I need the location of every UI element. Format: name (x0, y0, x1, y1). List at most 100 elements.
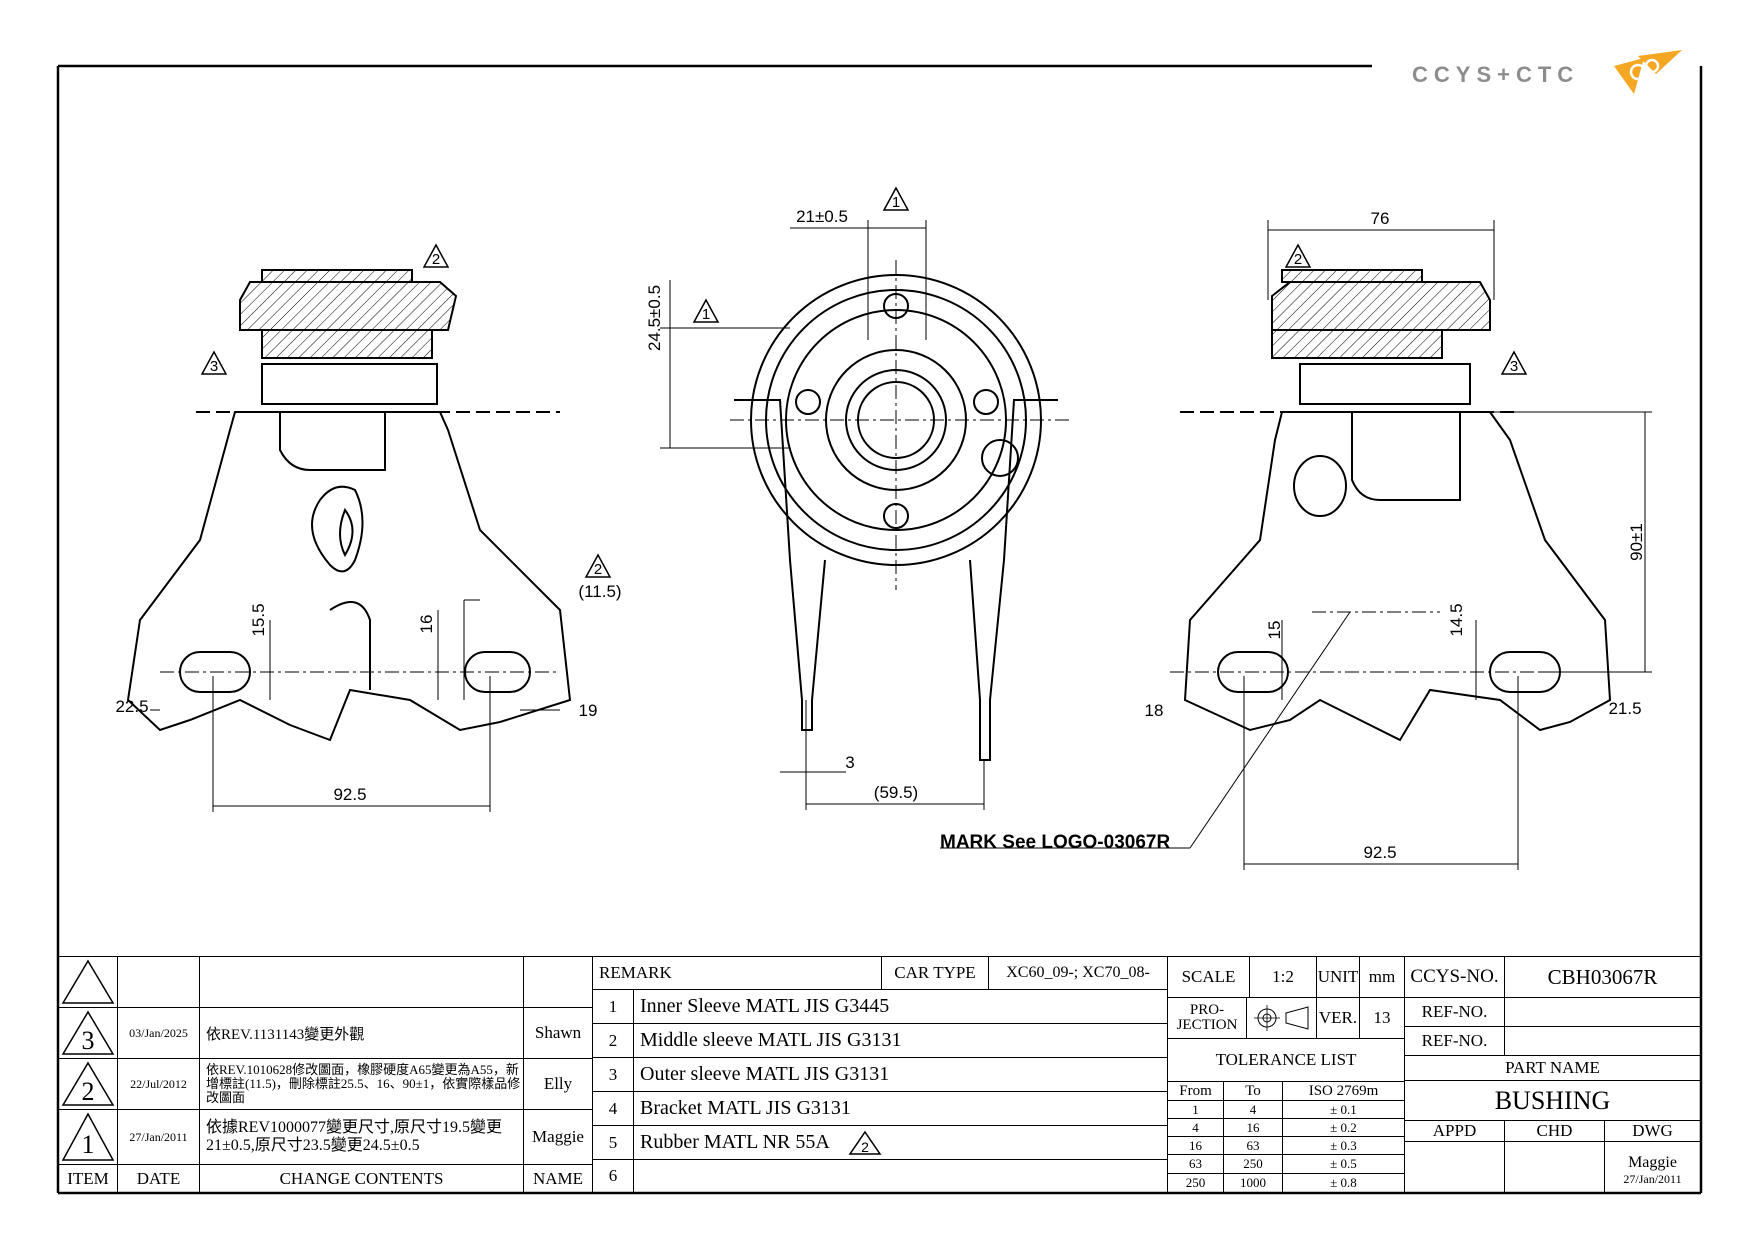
dim-16: 16 (417, 615, 436, 634)
tol-value: ± 0.5 (1282, 1154, 1405, 1174)
bom-text-2: Middle sleeve MATL JIS G3131 (633, 1023, 1168, 1058)
tol-value: ± 0.1 (1282, 1100, 1405, 1119)
ccys-label: CCYS-NO. (1404, 956, 1505, 998)
tol-from: 250 (1167, 1173, 1224, 1193)
car-type-value: XC60_09-; XC70_08- (988, 956, 1168, 990)
tol-to: 63 (1223, 1136, 1283, 1155)
tol-from: 4 (1167, 1118, 1224, 1137)
unit-label: UNIT (1316, 956, 1360, 998)
logo-wing-icon (1614, 50, 1682, 94)
rev-name-2: Elly (523, 1058, 593, 1110)
chd-label: CHD (1504, 1120, 1605, 1142)
tol-value: ± 0.8 (1282, 1173, 1405, 1193)
rev-mark-2-right: 2 (1294, 251, 1302, 268)
dim-15: 15 (1265, 621, 1284, 640)
front-view-dimension-lines (660, 220, 985, 810)
rev-change-3: 依REV.1131143變更外觀 (199, 1007, 524, 1059)
dim-21: 21±0.5 (796, 207, 848, 226)
triangle-icon (61, 1010, 115, 1055)
projection-symbol-icon (1246, 997, 1317, 1039)
rev-mark-3-left: 3 (210, 358, 218, 375)
chd-value (1504, 1141, 1605, 1193)
projection-label: PRO-JECTION (1167, 997, 1247, 1039)
bom-no-4: 4 (592, 1091, 634, 1126)
bom-text-3: Outer sleeve MATL JIS G3131 (633, 1057, 1168, 1092)
tol-from: 63 (1167, 1154, 1224, 1174)
rev-change-1: 依據REV1000077變更尺寸,原尺寸19.5變更21±0.5,原尺寸23.5… (199, 1109, 524, 1165)
car-type-label: CAR TYPE (881, 956, 989, 990)
dim-59-5: (59.5) (874, 783, 918, 802)
right-side-view (1170, 269, 1630, 742)
rev-name-1: Maggie (523, 1109, 593, 1165)
left-view-dimension-lines (150, 599, 560, 812)
bom-text-1: Inner Sleeve MATL JIS G3445 (633, 989, 1168, 1024)
dwg-value: Maggie 27/Jan/2011 (1604, 1141, 1701, 1193)
dim-3: 3 (845, 753, 854, 772)
tolerance-title: TOLERANCE LIST (1167, 1038, 1405, 1082)
dim-11-5: (11.5) (578, 582, 621, 601)
rev-item-2: 2 (58, 1058, 118, 1110)
ccys-value: CBH03067R (1504, 956, 1701, 998)
triangle-icon: 2 (848, 1130, 882, 1155)
rev-item-3: 3 (58, 1007, 118, 1059)
tol-from: 1 (1167, 1100, 1224, 1119)
logo-text: CCYS+CTC (1412, 62, 1579, 87)
ref-value-1 (1504, 997, 1701, 1027)
dim-18: 18 (1145, 701, 1164, 720)
scale-label: SCALE (1167, 956, 1250, 998)
ccys-ctc-logo: CCYS+CTC (1412, 48, 1692, 100)
bom-text-4: Bracket MATL JIS G3131 (633, 1091, 1168, 1126)
dim-15-5: 15.5 (249, 603, 268, 636)
rev-mark-2-left: 2 (432, 251, 440, 268)
appd-value (1404, 1141, 1505, 1193)
dim-22-5: 22.5 (115, 697, 148, 716)
tol-value: ± 0.3 (1282, 1136, 1405, 1155)
left-side-view (126, 269, 572, 742)
svg-text:2: 2 (861, 1139, 869, 1155)
rev-mark-2-mid: 2 (594, 561, 602, 578)
dwg-label: DWG (1604, 1120, 1701, 1142)
dim-90: 90±1 (1627, 523, 1646, 561)
bom-text-5: Rubber MATL NR 55A 2 (633, 1125, 1168, 1160)
item-header: ITEM (58, 1164, 118, 1193)
bom-no-2: 2 (592, 1023, 634, 1058)
tol-to: 250 (1223, 1154, 1283, 1174)
triangle-icon (61, 1112, 115, 1161)
revision-triangles (200, 186, 1528, 578)
ref-label-1: REF-NO. (1404, 997, 1505, 1027)
dim-24-5: 24.5±0.5 (645, 285, 664, 351)
appd-label: APPD (1404, 1120, 1505, 1142)
rev-date-2: 22/Jul/2012 (117, 1058, 200, 1110)
mark-note: MARK See LOGO-03067R (940, 832, 1170, 853)
rev-mark-1-top: 1 (892, 194, 900, 211)
bom-no-3: 3 (592, 1057, 634, 1092)
dim-19: 19 (579, 701, 598, 720)
rev-mark-3-right: 3 (1510, 358, 1518, 375)
front-view (730, 260, 1070, 761)
ver-value: 13 (1359, 997, 1405, 1039)
triangle-icon (61, 959, 115, 1004)
part-name-value: BUSHING (1404, 1080, 1701, 1121)
bom-no-6: 6 (592, 1159, 634, 1193)
bom-text-6 (633, 1159, 1168, 1193)
unit-value: mm (1359, 956, 1405, 998)
rev-name-3: Shawn (523, 1007, 593, 1059)
remark-label: REMARK (592, 956, 882, 990)
rev-date-3: 03/Jan/2025 (117, 1007, 200, 1059)
ver-label: VER. (1316, 997, 1360, 1039)
dim-92-5-right: 92.5 (1363, 843, 1396, 862)
tol-from-header: From (1167, 1081, 1224, 1101)
ref-label-2: REF-NO. (1404, 1026, 1505, 1056)
dim-14-5: 14.5 (1447, 603, 1466, 636)
bom-no-5: 5 (592, 1125, 634, 1160)
scale-value: 1:2 (1249, 956, 1317, 998)
ref-value-2 (1504, 1026, 1701, 1056)
triangle-icon (61, 1061, 115, 1106)
tol-iso-header: ISO 2769m (1282, 1081, 1405, 1101)
tol-value: ± 0.2 (1282, 1118, 1405, 1137)
rev-item-1: 1 (58, 1109, 118, 1165)
rev-change-2: 依REV.1010628修改圖面，橡膠硬度A65變更為A55，新增標註(11.5… (199, 1058, 524, 1110)
bom-no-1: 1 (592, 989, 634, 1024)
